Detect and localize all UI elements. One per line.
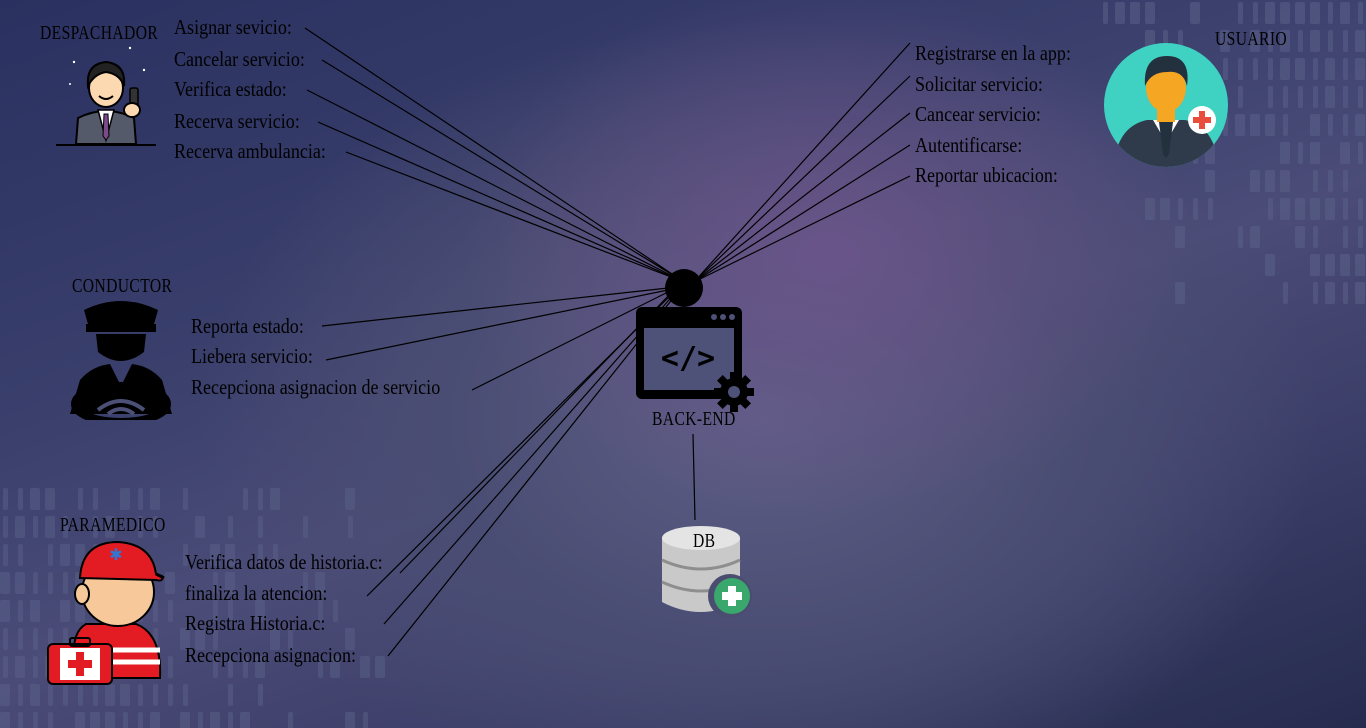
- despachador-action: Recerva servicio:: [174, 109, 300, 133]
- connector-usuario-5: [693, 175, 911, 283]
- usuario-action: Autentificarse:: [915, 133, 1023, 157]
- connector-usuario-2: [693, 75, 911, 283]
- connector-backend-db: [692, 433, 696, 521]
- connector-paramedico-3: [383, 291, 677, 625]
- svg-text:</>: </>: [661, 341, 715, 376]
- connector-despachador-1: [304, 27, 685, 283]
- dispatcher-icon: [56, 46, 156, 146]
- database-label: DB: [693, 530, 716, 552]
- backend-hub-node: [665, 269, 703, 307]
- paramedic-icon: ✱: [47, 540, 165, 685]
- usuario-action: Registrarse en la app:: [915, 41, 1071, 65]
- paramedico-action: finaliza la atencion:: [185, 581, 328, 605]
- connector-despachador-2: [321, 59, 685, 283]
- paramedico-action: Registra Historia.c:: [185, 611, 326, 635]
- paramedico-action: Verifica datos de historia.c:: [185, 550, 383, 574]
- connector-despachador-3: [306, 89, 685, 283]
- database-add-icon: [661, 526, 752, 618]
- backend-label: BACK-END: [652, 408, 736, 430]
- usuario-action: Solicitar servicio:: [915, 72, 1043, 96]
- connector-paramedico-2: [366, 291, 675, 597]
- connector-usuario-4: [693, 144, 911, 283]
- backend-code-window-icon: </>: [636, 269, 754, 412]
- connector-conductor-3: [471, 291, 669, 391]
- conductor-action: Liebera servicio:: [191, 344, 313, 368]
- connector-conductor-2: [325, 289, 669, 361]
- connector-despachador-4: [317, 121, 685, 283]
- connector-usuario-3: [693, 112, 911, 283]
- driver-icon: [70, 301, 172, 420]
- conductor-action: Recepciona asignacion de servicio: [191, 375, 441, 399]
- usuario-action: Cancear servicio:: [915, 102, 1041, 126]
- despachador-title: DESPACHADOR: [40, 22, 159, 44]
- paramedico-title: PARAMEDICO: [60, 514, 166, 536]
- connector-paramedico-4: [387, 291, 679, 657]
- connector-conductor-1: [321, 287, 669, 327]
- connector-despachador-5: [345, 151, 685, 283]
- despachador-action: Asignar sevicio:: [174, 15, 292, 39]
- svg-text:✱: ✱: [109, 545, 122, 564]
- despachador-action: Cancelar servicio:: [174, 47, 305, 71]
- usuario-title: USUARIO: [1215, 28, 1288, 50]
- user-avatar-icon: [1104, 43, 1228, 167]
- despachador-action: Recerva ambulancia:: [174, 139, 326, 163]
- conductor-action: Reporta estado:: [191, 314, 304, 338]
- connector-usuario-1: [693, 42, 911, 283]
- despachador-action: Verifica estado:: [174, 77, 287, 101]
- paramedico-action: Recepciona asignacion:: [185, 643, 357, 667]
- conductor-title: CONDUCTOR: [72, 275, 173, 297]
- usuario-action: Reportar ubicacion:: [915, 163, 1058, 187]
